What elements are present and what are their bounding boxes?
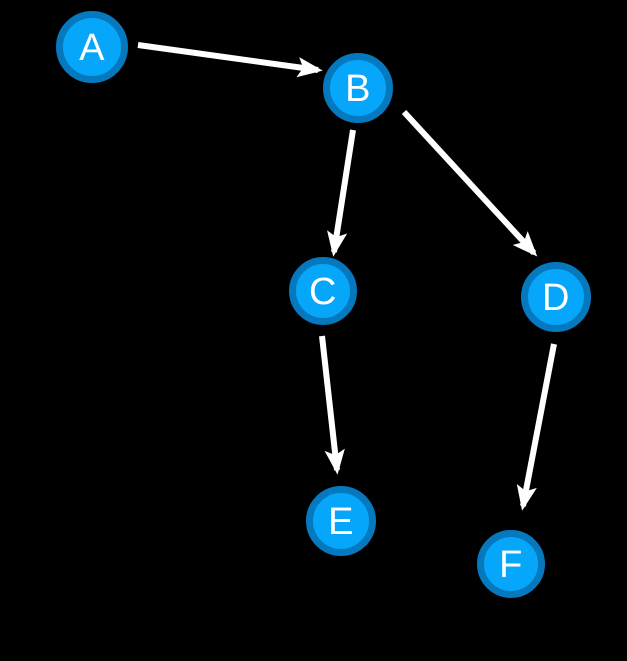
edge-c-e[interactable] — [319, 335, 345, 475]
graph-node-d[interactable]: D — [521, 262, 591, 332]
node-circle-b[interactable] — [323, 53, 393, 123]
node-circle-d[interactable] — [521, 262, 591, 332]
edge-b-d[interactable] — [401, 109, 538, 257]
graph-node-f[interactable]: F — [477, 530, 545, 598]
edge-a-b[interactable] — [137, 42, 323, 78]
graph-node-b[interactable]: B — [323, 53, 393, 123]
node-circle-c[interactable] — [289, 257, 357, 325]
graph-node-a[interactable]: A — [56, 11, 128, 83]
graph-node-c[interactable]: C — [289, 257, 357, 325]
edge-b-c[interactable] — [327, 129, 356, 257]
node-circle-e[interactable] — [306, 486, 376, 556]
edges-layer — [137, 42, 557, 511]
node-circle-f[interactable] — [477, 530, 545, 598]
edge-d-f[interactable] — [516, 343, 557, 511]
node-circle-a[interactable] — [56, 11, 128, 83]
graph-node-e[interactable]: E — [306, 486, 376, 556]
nodes-layer: A B C D E F — [56, 11, 591, 598]
